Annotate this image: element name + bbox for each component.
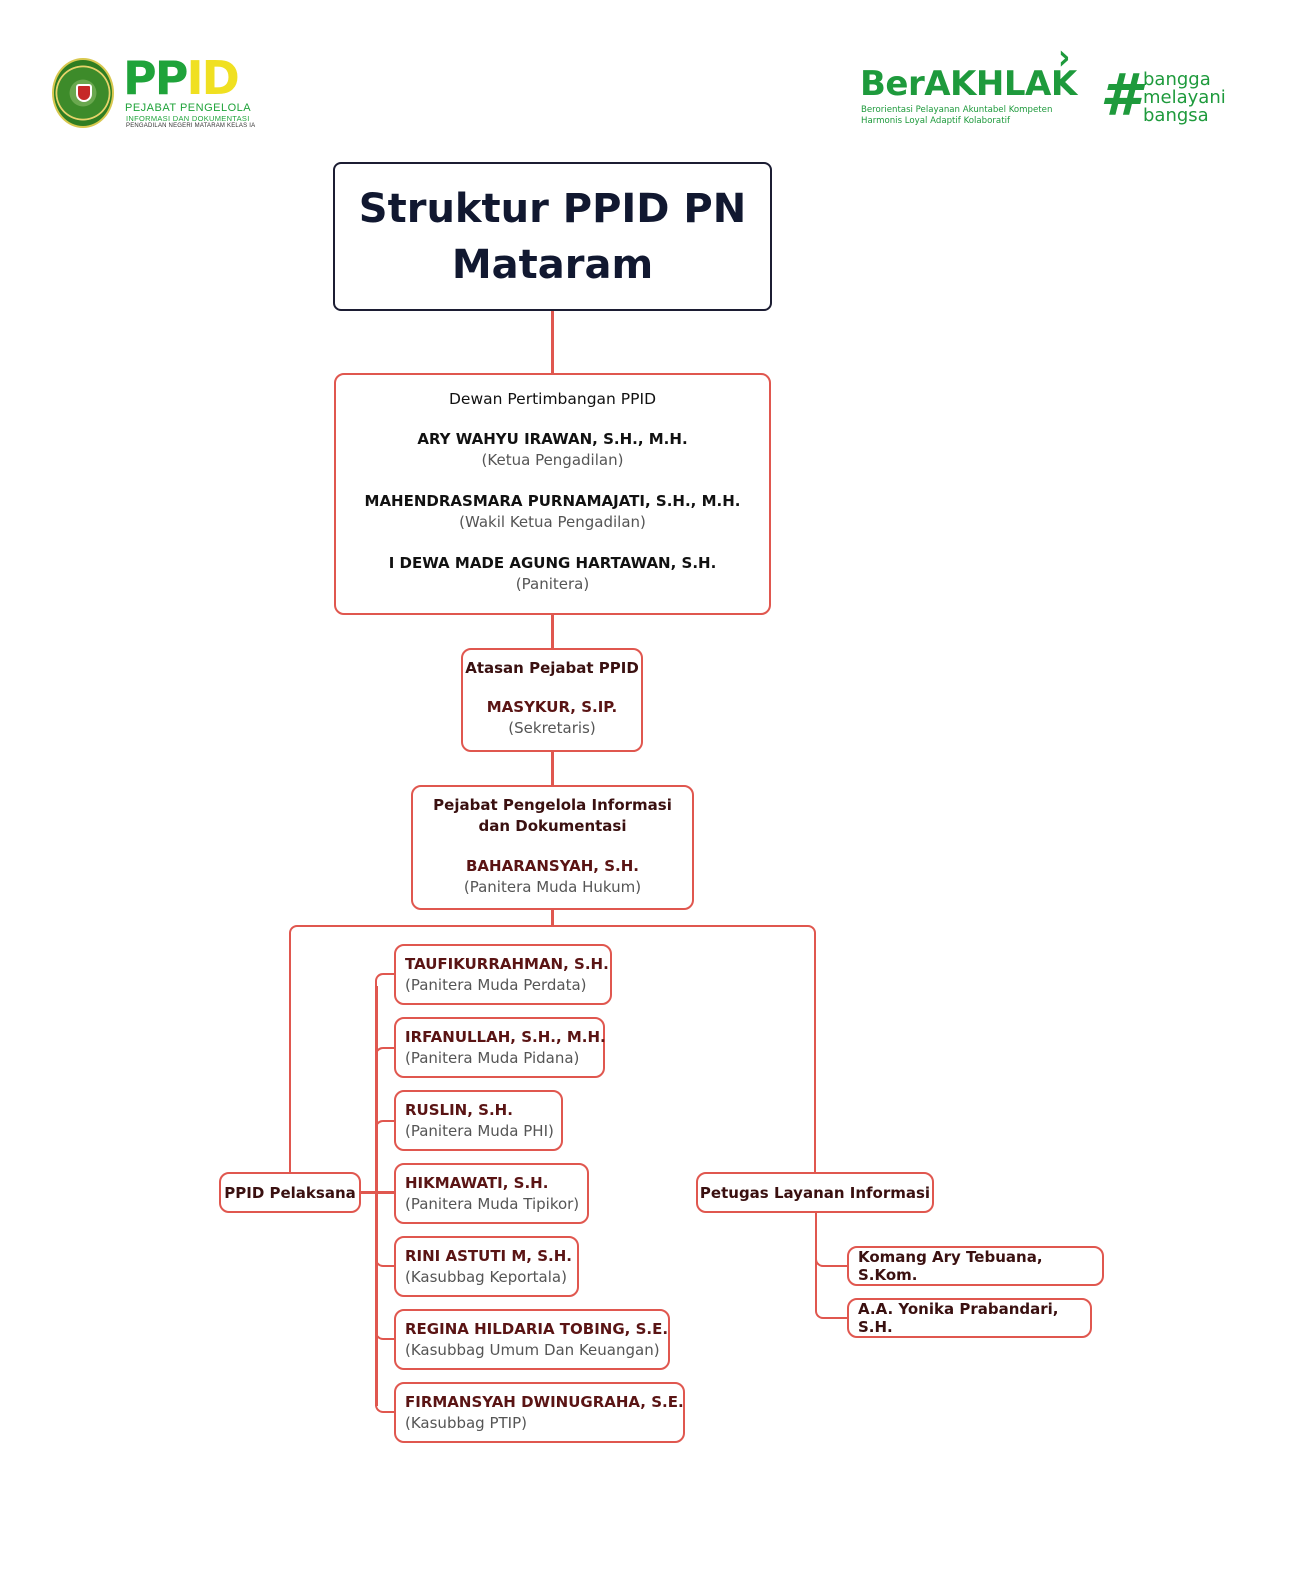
connector-line [375, 1191, 395, 1194]
ppid-pelaksana-box: PPID Pelaksana [219, 1172, 361, 1213]
petugas-layanan-box: Petugas Layanan Informasi [696, 1172, 934, 1213]
ppid-wordmark: PPID [123, 51, 240, 105]
connector-left-branch [289, 925, 552, 1173]
connector-curve [375, 1398, 395, 1413]
diagram-title-box: Struktur PPID PN Mataram [333, 162, 772, 311]
connector-line [551, 751, 554, 786]
member-name: A.A. Yonika Prabandari, S.H. [858, 1300, 1059, 1336]
connector-right-branch [552, 925, 816, 1173]
berakhlak-logo: BerAKHLAK [860, 64, 1077, 104]
ppid-letter: D [201, 51, 240, 105]
pelaksana-member-card: FIRMANSYAH DWINUGRAHA, S.E. (Kasubbag PT… [394, 1382, 685, 1443]
member-role: (Panitera Muda PHI) [405, 1122, 554, 1140]
connector-curve [375, 1120, 395, 1134]
member-role: (Wakil Ketua Pengadilan) [459, 513, 646, 531]
hashtag-word-2: melayani [1143, 87, 1226, 108]
diagram-title: Struktur PPID PN Mataram [358, 185, 747, 288]
seal-shield-icon [76, 84, 92, 102]
member-role: (Ketua Pengadilan) [481, 451, 624, 469]
member-name: RUSLIN, S.H. [405, 1101, 513, 1119]
member-role: (Kasubbag Umum Dan Keuangan) [405, 1341, 660, 1359]
member-name: I DEWA MADE AGUNG HARTAWAN, S.H. [388, 554, 717, 572]
ppid-subtitle-2: INFORMASI DAN DOKUMENTASI [126, 114, 250, 123]
court-seal-logo [52, 58, 114, 128]
ppid-letter: P [123, 51, 157, 105]
atasan-role: (Sekretaris) [508, 719, 596, 737]
connector-line [551, 614, 554, 649]
member-role: (Panitera) [515, 575, 590, 593]
hashtag-word-1: bangga [1143, 69, 1211, 90]
pelaksana-member-card: HIKMAWATI, S.H. (Panitera Muda Tipikor) [394, 1163, 589, 1224]
pelaksana-member-card: REGINA HILDARIA TOBING, S.E. (Kasubbag U… [394, 1309, 670, 1370]
pelaksana-member-card: TAUFIKURRAHMAN, S.H. (Panitera Muda Perd… [394, 944, 612, 1005]
connector-curve [375, 1325, 395, 1340]
chevron-right-icon: › [1058, 36, 1071, 79]
member-name: TAUFIKURRAHMAN, S.H. [405, 955, 609, 973]
pelaksana-heading: PPID Pelaksana [224, 1183, 356, 1202]
ppid-letter: P [154, 51, 189, 105]
connector-curve [815, 1213, 849, 1319]
ppid-letter: I [186, 51, 203, 105]
member-name: IRFANULLAH, S.H., M.H. [405, 1028, 606, 1046]
atasan-name: MASYKUR, S.IP. [486, 698, 618, 716]
pelaksana-member-card: RUSLIN, S.H. (Panitera Muda PHI) [394, 1090, 563, 1151]
berakhlak-tagline-2: Harmonis Loyal Adaptif Kolaboratif [861, 116, 1010, 126]
member-name: REGINA HILDARIA TOBING, S.E. [405, 1320, 669, 1338]
atasan-pejabat-box: Atasan Pejabat PPID MASYKUR, S.IP. (Sekr… [461, 648, 643, 752]
connector-curve [375, 1252, 395, 1267]
connector-line [361, 1191, 377, 1194]
pelaksana-trunk-line [375, 986, 378, 1406]
member-role: (Panitera Muda Pidana) [405, 1049, 580, 1067]
ppid-box: Pejabat Pengelola Informasi dan Dokument… [411, 785, 694, 910]
member-role: (Kasubbag Keportala) [405, 1268, 567, 1286]
member-role: (Panitera Muda Tipikor) [405, 1195, 580, 1213]
connector-curve [375, 1047, 395, 1061]
member-name: FIRMANSYAH DWINUGRAHA, S.E. [405, 1393, 684, 1411]
ppid-role: (Panitera Muda Hukum) [463, 878, 642, 896]
dewan-heading: Dewan Pertimbangan PPID [448, 390, 657, 408]
atasan-heading: Atasan Pejabat PPID [465, 659, 639, 677]
layanan-heading: Petugas Layanan Informasi [699, 1183, 931, 1202]
ppid-heading: Pejabat Pengelola Informasi dan Dokument… [433, 796, 672, 835]
hashtag-word-3: bangsa [1143, 105, 1209, 126]
ppid-subtitle-1: PEJABAT PENGELOLA [125, 102, 252, 114]
member-role: (Panitera Muda Perdata) [405, 976, 587, 994]
layanan-member-card: A.A. Yonika Prabandari, S.H. [847, 1298, 1092, 1338]
ppid-name: BAHARANSYAH, S.H. [466, 857, 639, 875]
layanan-member-card: Komang Ary Tebuana, S.Kom. [847, 1246, 1104, 1286]
berakhlak-tagline-1: Berorientasi Pelayanan Akuntabel Kompete… [861, 105, 1053, 115]
member-name: RINI ASTUTI M, S.H. [405, 1247, 572, 1265]
member-role: (Kasubbag PTIP) [405, 1414, 527, 1432]
member-name: MAHENDRASMARA PURNAMAJATI, S.H., M.H. [364, 492, 741, 510]
member-name: ARY WAHYU IRAWAN, S.H., M.H. [417, 430, 688, 448]
dewan-pertimbangan-box: Dewan Pertimbangan PPID ARY WAHYU IRAWAN… [334, 373, 771, 615]
ppid-subtitle-3: PENGADILAN NEGERI MATARAM KELAS IA [126, 123, 256, 129]
pelaksana-member-card: IRFANULLAH, S.H., M.H. (Panitera Muda Pi… [394, 1017, 606, 1078]
hashtag-icon: # [1100, 61, 1141, 129]
member-name: HIKMAWATI, S.H. [405, 1174, 549, 1192]
connector-line [551, 311, 554, 374]
pelaksana-member-card: RINI ASTUTI M, S.H. (Kasubbag Keportala) [394, 1236, 579, 1297]
connector-line [551, 909, 554, 926]
connector-curve [375, 973, 395, 987]
member-name: Komang Ary Tebuana, S.Kom. [858, 1248, 1043, 1284]
